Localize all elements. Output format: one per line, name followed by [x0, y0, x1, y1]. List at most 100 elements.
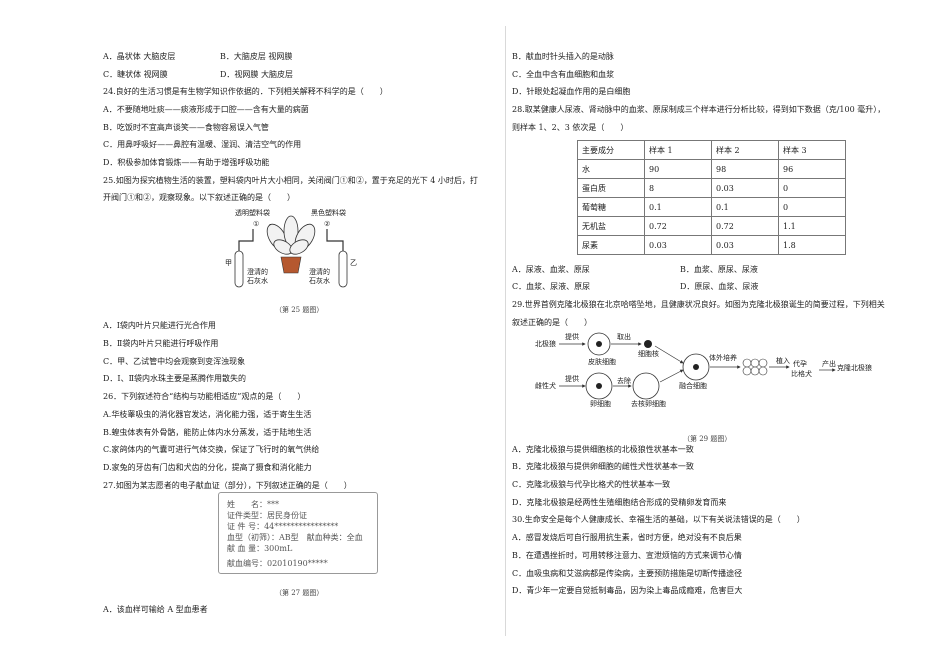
table-cell: 0.72 — [711, 216, 779, 236]
fig29-remove: 去除 — [617, 376, 631, 385]
table-row: 蛋白质 8 0.03 0 — [577, 178, 846, 198]
q27-caption: （第 27 题图） — [275, 589, 324, 597]
q30-option-b: B．在遭遇挫折时，可用转移注意力、宣泄烦恼的方式来调节心情 — [512, 551, 742, 560]
table-cell: 1.1 — [778, 216, 846, 236]
fig29-dog: 雌性犬 — [535, 381, 556, 390]
q25-option-a: A．Ⅰ袋内叶片只能进行光合作用 — [103, 321, 216, 330]
fig25-right-tube — [326, 229, 344, 252]
table-cell: 0.03 — [711, 178, 779, 198]
q29-stem-line2: 叙述正确的是（ ） — [512, 318, 592, 327]
q29-cloning-process-diagram: 北极狼 雌性犬 提供 提供 取出 去除 皮肤细胞 卵细胞 细胞核 去核卵细胞 融… — [535, 332, 872, 408]
column-divider — [505, 26, 506, 636]
fig29-provide1: 提供 — [565, 332, 579, 341]
cert-blood-type: 血型（初筛）：AB型 献血种类：全血 — [227, 533, 363, 542]
table-cell: 96 — [778, 159, 846, 179]
q28-option-b: B．血浆、原尿、尿液 — [680, 265, 758, 274]
q28-stem-line1: 28.取某健康人尿液、肾动脉中的血浆、原尿制成三个样本进行分析比较，得到如下数据… — [512, 105, 886, 114]
table-header-cell: 样本 2 — [711, 140, 779, 160]
fig25-label-black-bag: 黑色塑料袋 — [311, 208, 346, 217]
fig29-surrogate1: 代孕 — [793, 359, 807, 368]
fig29-provide2: 提供 — [565, 374, 579, 383]
table-cell: 尿素 — [577, 235, 645, 255]
fig29-embryo-cluster — [742, 358, 768, 376]
fig29-skin-cell: 皮肤细胞 — [588, 357, 616, 366]
fig29-clone: 克隆北极狼 — [837, 363, 872, 372]
fig29-denucleated-shape — [632, 372, 660, 400]
table-cell: 98 — [711, 159, 779, 179]
table-cell: 0.1 — [644, 197, 712, 217]
fig29-nucleus-shape — [644, 340, 652, 348]
q23-option-c: C．睫状体 视网膜 — [103, 70, 168, 79]
fig29-arrow-nucleus-fused — [654, 345, 684, 364]
fig29-denucleated: 去核卵细胞 — [631, 399, 666, 408]
table-header-row: 主要成分 样本 1 样本 2 样本 3 — [577, 140, 846, 160]
q28-option-c: C．血浆、尿液、原尿 — [512, 282, 591, 291]
q30-option-c: C．血吸虫病和艾滋病都是传染病，主要预防措施是切断传播途径 — [512, 569, 743, 578]
fig25-left-tube — [238, 229, 254, 252]
q25-stem-line2: 开阀门①和②，观察现象。以下叙述正确的是（ ） — [103, 193, 295, 202]
q30-option-a: A．感冒发烧后可自行服用抗生素，省时方便，绝对没有不良后果 — [512, 533, 742, 542]
q27-option-b: B．献血时针头插入的是动脉 — [512, 52, 614, 61]
q28-stem-line2: 则样本 1、2、3 依次是（ ） — [512, 123, 629, 132]
q27-option-a: A．该血样可输给 A 型血患者 — [103, 605, 208, 614]
table-cell: 水 — [577, 159, 645, 179]
fig25-label-yi: 乙 — [350, 259, 357, 267]
q26-stem: 26．下列叙述符合“结构与功能相适应”观点的是（ ） — [103, 392, 306, 401]
cert-id-type: 证件类型：居民身份证 — [227, 511, 307, 520]
table-cell: 1.8 — [778, 235, 846, 255]
q23-option-d: D．视网膜 大脑皮层 — [220, 70, 293, 79]
cert-amount: 献 血 量：300mL — [227, 544, 293, 553]
fig25-plant-leaves — [266, 215, 316, 255]
fig25-valve1: ① — [253, 220, 259, 228]
cert-name: 姓 名：*** — [227, 500, 279, 509]
table-cell: 90 — [644, 159, 712, 179]
cert-code: 献血编号：02010190***** — [227, 559, 328, 568]
table-header-cell: 样本 3 — [778, 140, 846, 160]
fig25-label-jia: 甲 — [225, 259, 232, 267]
fig29-takeout: 取出 — [617, 332, 631, 341]
fig25-label-limewater1-b: 石灰水 — [247, 276, 268, 285]
q27-stem: 27.如图为某志愿者的电子献血证（部分），下列叙述正确的是（ ） — [103, 481, 352, 490]
q29-option-a: A．克隆北极狼与提供细胞核的北极狼性状基本一致 — [512, 445, 694, 454]
table-cell: 蛋白质 — [577, 178, 645, 198]
q29-option-d: D．克隆北极狼是经两性生殖细胞结合形成的受精卵发育而来 — [512, 498, 727, 507]
q27-option-d: D．针眼处起凝血作用的是白细胞 — [512, 87, 631, 96]
q30-option-d: D．青少年一定要自觉抵制毒品，因为染上毒品成瘾难，危害巨大 — [512, 586, 743, 595]
q24-option-b: B．吃饭时不宜高声谈笑——食物容易误入气管 — [103, 123, 269, 132]
fig29-culture: 体外培养 — [709, 353, 737, 362]
cert-id-number: 证 件 号：44**************** — [227, 522, 339, 531]
fig25-plant-pot — [280, 256, 302, 274]
fig25-test-tube-yi — [338, 250, 348, 288]
fig29-fused-cell: 融合细胞 — [679, 381, 707, 390]
fig29-wolf: 北极狼 — [535, 339, 556, 348]
fig29-arrow-denucleated-fused — [659, 369, 684, 383]
q25-option-b: B．Ⅱ袋内叶片只能进行呼吸作用 — [103, 339, 219, 348]
table-cell: 8 — [644, 178, 712, 198]
q27-option-c: C．全血中含有血细胞和血浆 — [512, 70, 615, 79]
q29-option-c: C．克隆北极狼与代孕比格犬的性状基本一致 — [512, 480, 671, 489]
table-header-cell: 样本 1 — [644, 140, 712, 160]
q29-stem-line1: 29.世界首例克隆北极狼在北京哈嗒坠地，且健康状况良好。如图为克隆北极狼诞生的简… — [512, 300, 885, 309]
fig25-test-tube-jia — [234, 250, 244, 288]
q24-option-a: A．不要随地吐痰——痰液形成于口腔——含有大量的病菌 — [103, 105, 309, 114]
fig25-valve2: ② — [324, 220, 330, 228]
table-cell: 0.72 — [644, 216, 712, 236]
q28-option-a: A．尿液、血浆、原尿 — [512, 265, 590, 274]
fig29-produce: 产出 — [822, 359, 836, 368]
q26-option-a: A.华枝睾吸虫的消化器官发达，消化能力强，适于寄生生活 — [103, 410, 312, 419]
table-cell: 0.03 — [711, 235, 779, 255]
q24-stem: 24.良好的生活习惯是有生物学知识作依据的．下列相关解释不科学的是（ ） — [103, 87, 388, 96]
q23-option-b: B．大脑皮层 视网膜 — [220, 52, 293, 61]
table-row: 葡萄糖 0.1 0.1 0 — [577, 197, 846, 217]
fig25-label-limewater2-b: 石灰水 — [309, 276, 330, 285]
table-row: 无机盐 0.72 0.72 1.1 — [577, 216, 846, 236]
q26-option-d: D.家兔的牙齿有门齿和犬齿的分化，提高了摄食和消化能力 — [103, 463, 312, 472]
fig29-nucleus: 细胞核 — [638, 349, 659, 358]
q25-option-d: D．Ⅰ、Ⅱ袋内水珠主要是蒸腾作用散失的 — [103, 374, 247, 383]
q29-caption: （第 29 题图） — [683, 435, 732, 443]
table-header-cell: 主要成分 — [577, 140, 645, 160]
fig25-label-limewater2-a: 澄清的 — [309, 267, 330, 276]
table-cell: 葡萄糖 — [577, 197, 645, 217]
q24-option-c: C．用鼻呼吸好——鼻腔有温暖、湿润、清洁空气的作用 — [103, 140, 302, 149]
q25-plant-apparatus-figure: 透明塑料袋 黑色塑料袋 ① ② Ⅰ Ⅱ 甲 乙 澄清的 石灰水 澄清的 石灰水 — [225, 208, 357, 288]
